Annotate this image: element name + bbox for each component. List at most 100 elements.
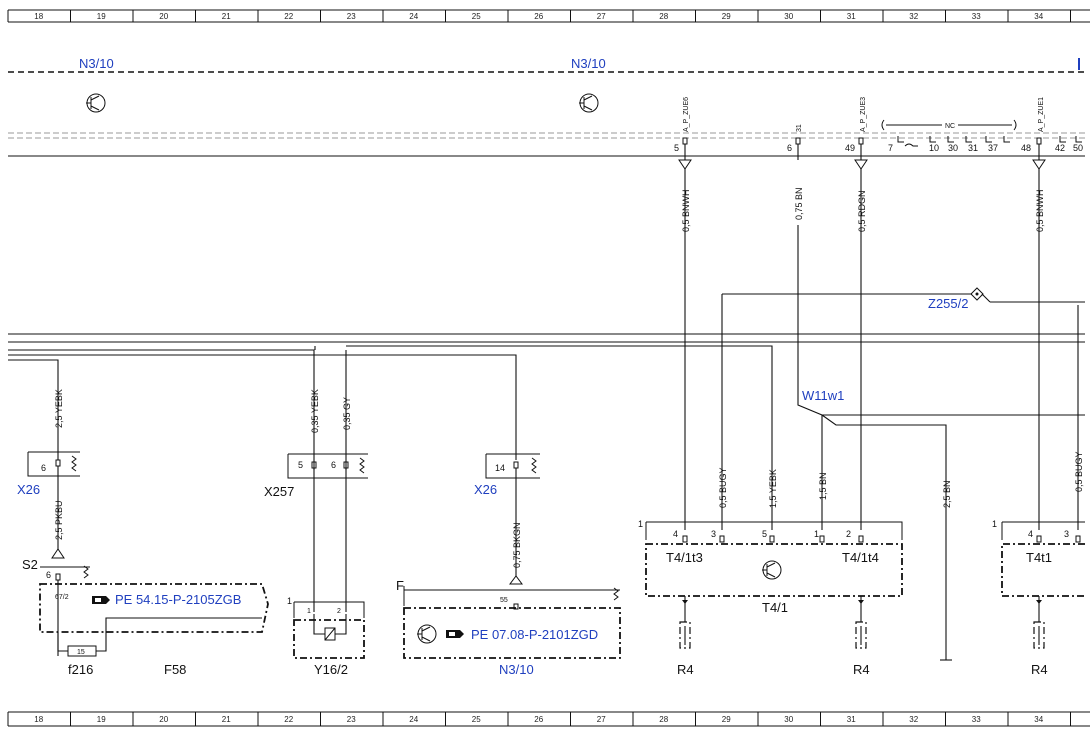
pin-42: 42	[1055, 143, 1065, 153]
pe-pointer-icon-1	[92, 596, 110, 604]
grid-column-number: 21	[222, 715, 231, 724]
x26-mid-pin: 14	[495, 463, 505, 473]
wire-label-bugy-1: 0,5 BUGY	[718, 467, 728, 508]
grid-column-number: 32	[909, 12, 918, 21]
transistor-icon-bottom	[417, 624, 437, 644]
t4-1-pin-1: 1	[814, 529, 819, 539]
f58-box[interactable]	[39, 583, 269, 633]
pin-50: 50	[1073, 143, 1083, 153]
grid-column-number: 34	[1034, 715, 1043, 724]
wire-label-bn-25: 2,5 BN	[942, 480, 952, 508]
x26-left-connector[interactable]	[27, 451, 80, 477]
solenoid-valve-icon	[313, 614, 347, 641]
t4-1-box[interactable]	[645, 543, 903, 597]
t4-1-pin-2: 2	[846, 529, 851, 539]
t4-1-top-pin: 1	[638, 519, 643, 529]
f216-value: 15	[77, 649, 85, 656]
grid-column-number: 33	[972, 715, 981, 724]
pin-49: 49	[845, 143, 855, 153]
grid-column-number: 31	[847, 12, 856, 21]
y16-2-pin-1: 1	[307, 608, 311, 615]
nc-label: NC	[945, 123, 955, 130]
t4t1-label[interactable]: T4t1	[1026, 550, 1052, 565]
pin-6: 6	[787, 143, 792, 153]
y16-2-box[interactable]	[293, 619, 365, 659]
t4-1-pin-3: 3	[711, 529, 716, 539]
grid-column-number: 29	[722, 715, 731, 724]
grid-column-number: 20	[159, 715, 168, 724]
t4-1t4-label[interactable]: T4/1t4	[842, 550, 879, 565]
x26-mid-label[interactable]: X26	[474, 482, 497, 497]
r4-label-b[interactable]: R4	[853, 662, 870, 677]
z255-2-label[interactable]: Z255/2	[928, 296, 968, 311]
connector-pins-top	[682, 136, 1082, 147]
r4-resistor-a[interactable]	[679, 596, 691, 649]
x257-label[interactable]: X257	[264, 484, 294, 499]
t4-1t3-label[interactable]: T4/1t3	[666, 550, 703, 565]
grid-column-number: 27	[597, 12, 606, 21]
grid-column-number: 28	[659, 715, 668, 724]
pin-30: 30	[948, 143, 958, 153]
grid-column-number: 29	[722, 12, 731, 21]
grid-column-number: 22	[284, 12, 293, 21]
grid-column-number: 30	[784, 715, 793, 724]
x257-pin-6: 6	[331, 460, 336, 470]
r4-label-c[interactable]: R4	[1031, 662, 1048, 677]
r4-resistor-c[interactable]	[1033, 596, 1045, 649]
top-grid-ruler	[8, 9, 1090, 23]
n3-10-box[interactable]	[403, 607, 621, 659]
grid-column-number: 19	[97, 715, 106, 724]
s2-arrow-icon	[51, 548, 65, 559]
grid-column-number: 25	[472, 12, 481, 21]
wire-label-yebk-035: 0,35 YEBK	[310, 389, 320, 433]
x26-left-label[interactable]: X26	[17, 482, 40, 497]
n3-10-arrow-icon	[509, 575, 523, 585]
s2-sub-pin: 67/2	[55, 594, 69, 601]
wire-label-bn-075: 0,75 BN	[794, 187, 804, 220]
pe-07-reference-link[interactable]: PE 07.08-P-2101ZGD	[471, 627, 598, 642]
f216-label[interactable]: f216	[68, 662, 93, 677]
n3-10-label-left[interactable]: N3/10	[79, 56, 114, 71]
grid-column-number: 32	[909, 715, 918, 724]
s2-label[interactable]: S2	[22, 557, 38, 572]
grid-column-number: 24	[409, 12, 418, 21]
n3-10-label-edge	[1078, 58, 1080, 70]
x26-mid-connector[interactable]	[485, 453, 540, 479]
signal-a-p-zue1: A_P_ZUE1	[1038, 97, 1045, 132]
y16-2-label[interactable]: Y16/2	[314, 662, 348, 677]
wire-label-bnwh-2: 0,5 BNWH	[1035, 189, 1045, 232]
pin-5: 5	[674, 143, 679, 153]
grid-column-number: 18	[34, 715, 43, 724]
pin-10: 10	[929, 143, 939, 153]
grid-column-number: 22	[284, 715, 293, 724]
n3-10-bottom-label[interactable]: N3/10	[499, 662, 534, 677]
wire-label-gy-035: 0,35 GY	[342, 397, 352, 430]
transistor-icon-left	[86, 93, 106, 113]
x257-pin-5: 5	[298, 460, 303, 470]
r4-resistor-b[interactable]	[855, 596, 867, 649]
grid-column-number: 28	[659, 12, 668, 21]
wire-label-rdgn: 0,5 RDGN	[857, 190, 867, 232]
t4-1-label[interactable]: T4/1	[762, 600, 788, 615]
r4-label-a[interactable]: R4	[677, 662, 694, 677]
grid-column-number: 18	[34, 12, 43, 21]
pe-54-reference-link[interactable]: PE 54.15-P-2105ZGB	[115, 592, 241, 607]
pin-37: 37	[988, 143, 998, 153]
w11w1-label[interactable]: W11w1	[802, 388, 844, 403]
z255-2-splice-icon	[970, 287, 984, 301]
n3-10-pin-55: 55	[500, 597, 508, 604]
wire-label-pkbu: 2,5 PKBU	[54, 500, 64, 540]
signal-a-p-zue6: A_P_ZUE6	[683, 97, 690, 132]
f58-label[interactable]: F58	[164, 662, 186, 677]
grid-column-number: 34	[1034, 12, 1043, 21]
t4t1-box[interactable]	[1001, 543, 1085, 597]
grid-column-number: 23	[347, 715, 356, 724]
grid-column-number: 20	[159, 12, 168, 21]
y16-2-pin-2: 2	[337, 608, 341, 615]
t4t1-top-pin: 1	[992, 519, 997, 529]
wire-label-bugy-2: 0,5 BUGY	[1074, 451, 1084, 492]
grid-column-number: 24	[409, 715, 418, 724]
nc-bracket: NC	[881, 119, 1017, 131]
n3-10-label-mid[interactable]: N3/10	[571, 56, 606, 71]
pin-48: 48	[1021, 143, 1031, 153]
